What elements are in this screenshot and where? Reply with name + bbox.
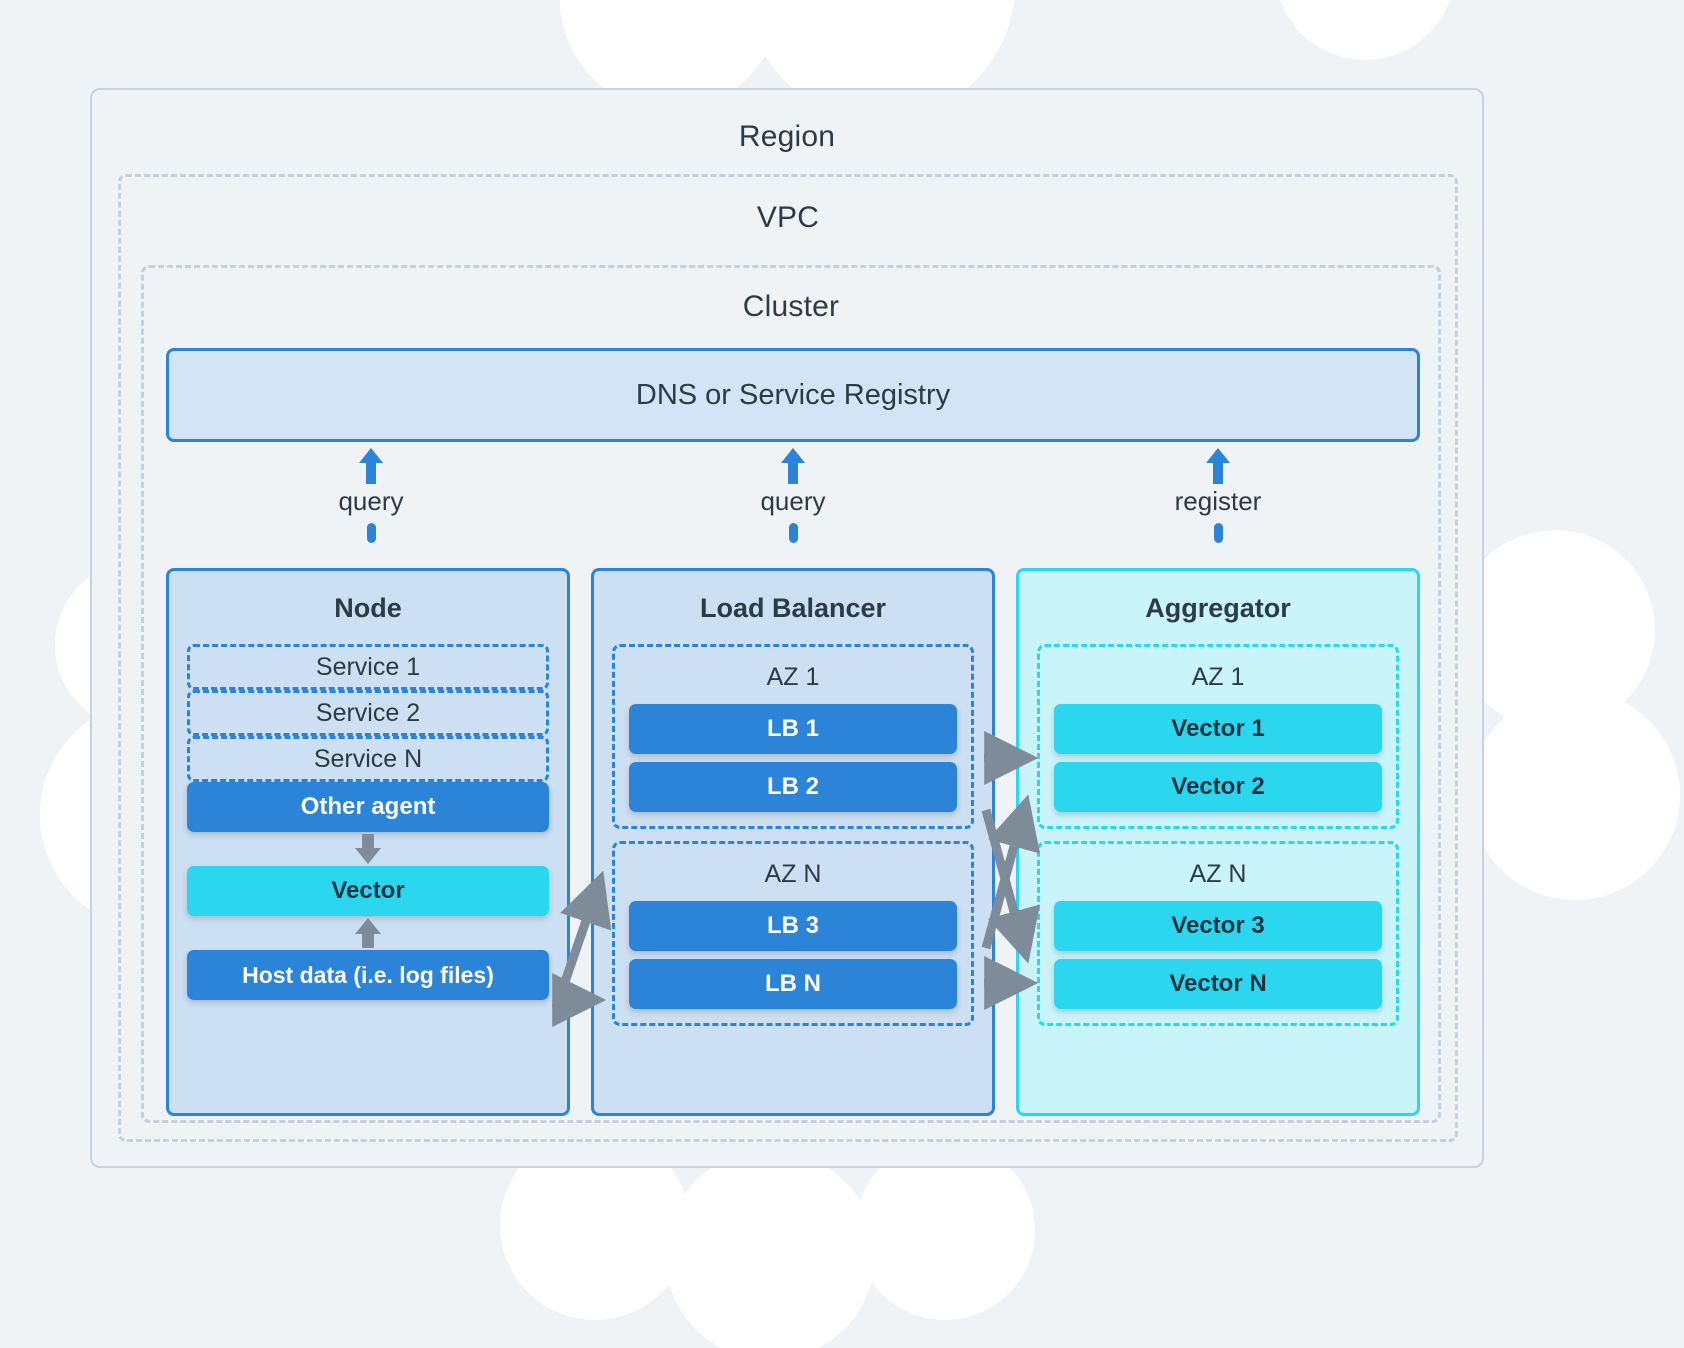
lb-2-box[interactable]: LB 2 [629,762,957,812]
dns-banner-label: DNS or Service Registry [635,378,951,411]
node-other-agent-box[interactable]: Other agent [187,782,549,832]
registry-arrow-label: register [1174,486,1262,516]
node-column: Node Service 1 Service 2 Service N Other… [166,568,570,1116]
aggregator-az-1-group: AZ 1 Vector 1 Vector 2 [1037,644,1399,829]
node-stack: Service 1 Service 2 Service N Other agen… [187,644,549,1000]
aggregator-az-n-group: AZ N Vector 3 Vector N [1037,841,1399,1026]
arrow-stub [1213,523,1223,543]
lb-az-n-label: AZ N [764,860,822,888]
vpc-label: VPC [756,201,820,234]
lb-box-label: LB 1 [766,715,819,742]
arrow-up-icon [286,448,456,484]
region-boundary: Region VPC Cluster DNS or Service Regist… [90,88,1484,1168]
arrow-down-icon [187,832,549,866]
region-label: Region [738,120,836,153]
arrow-up-icon [187,916,549,950]
cloud-blob [1455,530,1655,730]
node-vector-label: Vector [331,877,405,904]
lb-az-1-group: AZ 1 LB 1 LB 2 [612,644,974,829]
cloud-blob [1275,0,1455,60]
cluster-label: Cluster [742,290,840,323]
lb-box-label: LB 3 [766,912,819,939]
architecture-columns: Node Service 1 Service 2 Service N Other… [166,568,1420,1116]
node-service-2[interactable]: Service 2 [187,690,549,736]
vpc-boundary: VPC Cluster DNS or Service Registry quer… [118,174,1458,1142]
vector-3-box[interactable]: Vector 3 [1054,901,1382,951]
lb-az-n-group: AZ N LB 3 LB N [612,841,974,1026]
aggregator-title: Aggregator [1145,593,1291,623]
cloud-blob [1470,690,1680,900]
lb-1-box[interactable]: LB 1 [629,704,957,754]
lb-box-label: LB N [765,970,821,997]
lb-n-box[interactable]: LB N [629,959,957,1009]
registry-arrow-query-lb: query [708,448,878,543]
node-vector-box[interactable]: Vector [187,866,549,916]
aggregator-az-n-label: AZ N [1189,860,1247,888]
lb-3-box[interactable]: LB 3 [629,901,957,951]
node-title: Node [334,593,402,623]
vector-1-box[interactable]: Vector 1 [1054,704,1382,754]
node-service-label: Service 1 [315,652,421,681]
node-other-agent-label: Other agent [300,793,436,820]
arrow-stub [366,523,376,543]
arrow-up-icon [708,448,878,484]
vector-box-label: Vector 1 [1171,715,1265,742]
registry-arrow-label: query [760,486,826,516]
registry-arrows: query query register [166,448,1420,568]
lb-az-1-label: AZ 1 [766,663,820,691]
aggregator-az-1-label: AZ 1 [1191,663,1245,691]
dns-service-registry-banner[interactable]: DNS or Service Registry [166,348,1420,442]
vector-n-box[interactable]: Vector N [1054,959,1382,1009]
vector-box-label: Vector N [1169,970,1267,997]
registry-arrow-label: query [338,486,404,516]
arrow-up-icon [1133,448,1303,484]
vector-box-label: Vector 2 [1171,773,1265,800]
node-service-n[interactable]: Service N [187,736,549,782]
vector-box-label: Vector 3 [1171,912,1265,939]
cluster-boundary: Cluster DNS or Service Registry query [141,265,1441,1123]
load-balancer-title: Load Balancer [699,593,887,623]
node-host-data-box[interactable]: Host data (i.e. log files) [187,950,549,1000]
node-host-data-label: Host data (i.e. log files) [242,961,494,988]
aggregator-column: Aggregator AZ 1 Vector 1 Vector 2 AZ N [1016,568,1420,1116]
cloud-blob [665,1150,875,1348]
vector-2-box[interactable]: Vector 2 [1054,762,1382,812]
registry-arrow-query-node: query [286,448,456,543]
node-service-label: Service N [313,744,423,773]
node-service-label: Service 2 [315,698,421,727]
load-balancer-column: Load Balancer AZ 1 LB 1 LB 2 AZ N [591,568,995,1116]
node-service-1[interactable]: Service 1 [187,644,549,690]
registry-arrow-register-aggregator: register [1133,448,1303,543]
lb-box-label: LB 2 [766,773,819,800]
arrow-stub [788,523,798,543]
